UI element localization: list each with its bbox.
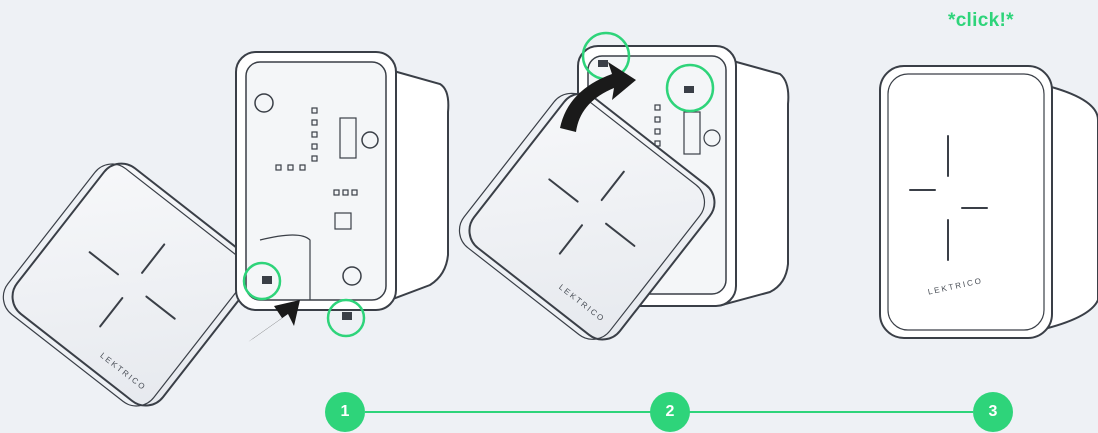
charger-assembled: LEKTRICO xyxy=(880,66,1098,338)
step-number: 2 xyxy=(666,403,675,421)
cover-plate-loose: LEKTRICO xyxy=(0,150,263,419)
step-number: 3 xyxy=(989,403,998,421)
step-2-badge: 2 xyxy=(650,392,690,432)
click-annotation: *click!* xyxy=(948,10,1014,32)
step-number: 1 xyxy=(341,403,350,421)
step-1-badge: 1 xyxy=(325,392,365,432)
base-unit-stage-1 xyxy=(236,52,448,320)
step-3-badge: 3 xyxy=(973,392,1013,432)
